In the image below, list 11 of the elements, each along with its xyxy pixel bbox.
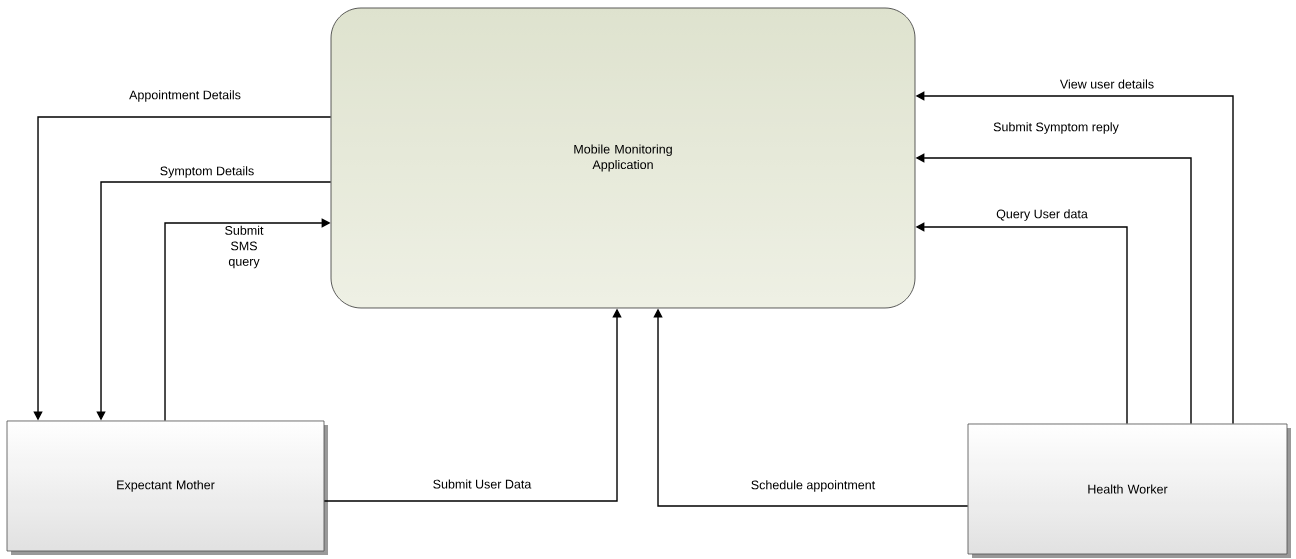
edge-label: Submit Symptom reply: [992, 121, 1120, 135]
edge-label: Schedule appointment: [749, 479, 877, 493]
entity-box: Health Worker: [967, 423, 1291, 558]
edge-label: Symptom Details: [158, 165, 256, 179]
edge-label: Submit SMS query: [215, 224, 273, 270]
edge-label: Appointment Details: [128, 89, 242, 103]
edge-label: View user details: [1058, 78, 1156, 90]
edge-label: Query User data: [995, 208, 1089, 222]
edge-label: Submit User Data: [431, 478, 533, 490]
entity-box: Expectant Mother: [6, 420, 328, 555]
process-box: Mobile Monitoring Application: [330, 7, 916, 309]
